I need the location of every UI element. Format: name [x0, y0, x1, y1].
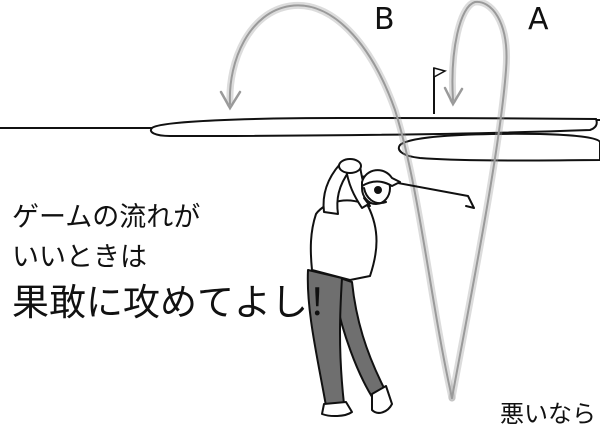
trajectory-a [443, 0, 511, 402]
corner-text: 悪いなら [500, 400, 596, 428]
caption-line-3: 果敢に攻めてよし！ [12, 281, 345, 324]
caption-text: ゲームの流れが いいときは 果敢に攻めてよし！ [12, 198, 345, 328]
caption-line-2: いいときは [12, 242, 147, 273]
golf-club [359, 175, 475, 209]
shot-a-label: A [528, 2, 549, 37]
green-left [150, 116, 598, 138]
caption-line-1: ゲームの流れが [12, 202, 201, 233]
flag-icon [433, 67, 447, 114]
shot-b-label: B [374, 2, 395, 37]
golfer-figure [306, 158, 475, 418]
scene-drawing [0, 0, 600, 418]
trajectory-b [219, 1, 456, 402]
